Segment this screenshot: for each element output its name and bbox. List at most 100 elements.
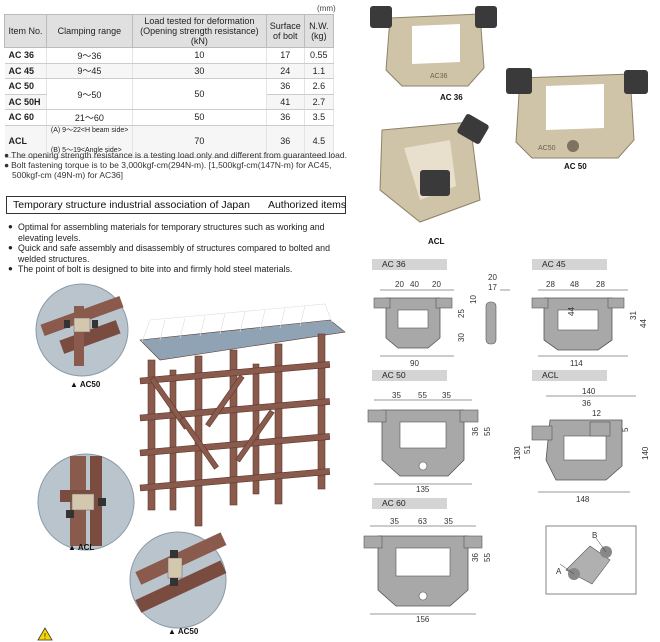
cell-load: 10 — [132, 47, 267, 64]
technical-drawings: 20 40 20 25 10 30 90 20 17 28 48 28 44 3… — [363, 273, 650, 624]
cell-item: AC 60 — [4, 109, 47, 126]
cell-nw: 2.7 — [304, 94, 335, 110]
photo-acl — [379, 114, 489, 223]
dim-label: 63 — [418, 517, 427, 526]
association-box: Temporary structure industrial associati… — [6, 196, 346, 214]
product-photos: AC36 AC50 — [370, 6, 648, 223]
dim-label: 35 — [442, 391, 451, 400]
drawing-ac36: 20 40 20 25 10 30 90 20 17 — [373, 273, 510, 368]
cell-load: 30 — [132, 63, 267, 79]
dim-label: 10 — [469, 295, 478, 304]
dim-label: 51 — [523, 445, 532, 454]
svg-text:!: ! — [44, 632, 46, 641]
header-item: Item No. — [4, 14, 47, 48]
authorized-label: Authorized items — [267, 199, 347, 211]
cell-item: AC 45 — [4, 63, 47, 79]
dim-label: B — [592, 531, 597, 540]
drawing-acl: 140 36 12 5 130 51 140 148 — [513, 387, 650, 504]
dim-label: 140 — [582, 387, 596, 396]
drawing-ac50: 35 55 35 36 55 135 — [367, 391, 492, 494]
dim-label: 148 — [576, 495, 590, 504]
list-item: The point of bolt is designed to bite in… — [8, 264, 356, 275]
dim-label: A — [556, 567, 562, 576]
list-item: Quick and safe assembly and disassembly … — [8, 243, 356, 264]
tag-acl: ACL — [532, 370, 607, 381]
list-item: Optimal for assembling materials for tem… — [8, 222, 356, 243]
cell-range: 9～45 — [46, 63, 133, 79]
table-row: AC 60 21～60 50 36 3.5 — [4, 109, 335, 126]
unit-label: (mm) — [317, 4, 336, 13]
dim-label: 44 — [567, 307, 576, 316]
cell-range: 9～50 — [46, 78, 133, 110]
structure-illustration: ! — [35, 283, 346, 641]
cell-surface: 36 — [266, 78, 305, 95]
photo-ac50: AC50 — [506, 68, 648, 159]
header-load: Load tested for deformation(Opening stre… — [131, 14, 267, 48]
cell-surface: 17 — [266, 47, 305, 64]
table-header-row: Item No. Clamping range Load tested for … — [4, 14, 335, 48]
detail-circle-3 — [129, 531, 227, 629]
cell-nw: 2.6 — [304, 78, 335, 95]
table-row: AC 50H 41 2.7 — [4, 94, 335, 110]
label-ac36: AC 36 — [440, 93, 463, 102]
drawing-detail: A B — [545, 525, 637, 595]
dim-label: 130 — [513, 446, 522, 460]
note-strength: The opening strength resistance is a tes… — [4, 150, 354, 160]
cell-nw: 0.55 — [304, 47, 335, 64]
dim-label: 55 — [418, 391, 427, 400]
table-row: AC 50 9～50 50 36 2.6 — [4, 78, 335, 110]
dim-label: 48 — [570, 280, 579, 289]
cell-nw: 1.1 — [304, 63, 335, 79]
dim-label: 35 — [392, 391, 401, 400]
note-torque: Bolt fastening torque is to be 3,000kgf-… — [4, 160, 354, 170]
dim-label: 90 — [410, 359, 419, 368]
cell-surface: 24 — [266, 63, 305, 79]
dim-label: 12 — [592, 409, 601, 418]
tag-ac36: AC 36 — [372, 259, 447, 270]
tag-ac45: AC 45 — [532, 259, 607, 270]
header-range: Clamping range — [45, 14, 133, 48]
label-acl: ACL — [428, 237, 445, 246]
cell-item: AC 50 — [4, 78, 47, 95]
dim-label: 135 — [416, 485, 430, 494]
table-row: AC 45 9～45 30 24 1.1 — [4, 63, 335, 79]
stamp-ac50: AC50 — [538, 145, 556, 152]
dim-label: 20 — [488, 273, 497, 282]
label-ac50: AC 50 — [564, 162, 587, 171]
caption-ac50-1: ▲ AC50 — [70, 380, 101, 389]
warning-icon: ! — [37, 627, 53, 641]
dim-label: 30 — [457, 333, 466, 342]
dim-label: 28 — [596, 280, 605, 289]
association-title: Temporary structure industrial associati… — [13, 199, 250, 211]
detail-circle-2 — [37, 453, 135, 551]
dim-label: 25 — [457, 309, 466, 318]
tag-ac50: AC 50 — [372, 370, 447, 381]
dim-label: 28 — [546, 280, 555, 289]
cell-item: AC 50H — [4, 94, 47, 110]
spec-table: Item No. Clamping range Load tested for … — [4, 14, 335, 158]
dim-label: 36 — [471, 553, 480, 562]
cell-range: 9～36 — [46, 47, 133, 64]
caption-acl: ▲ ACL — [68, 543, 95, 552]
dim-label: 20 — [395, 280, 404, 289]
note-torque-cont: 500kgf-cm (49N-m) for AC36] — [12, 170, 124, 180]
dim-label: 36 — [582, 399, 591, 408]
drawing-ac45: 28 48 28 44 31 44 114 — [531, 280, 648, 368]
stamp-ac36: AC36 — [430, 73, 448, 80]
scaffold-tower — [139, 303, 346, 527]
feature-list: Optimal for assembling materials for tem… — [8, 222, 356, 275]
dim-label: 31 — [629, 311, 638, 320]
dim-label: 5 — [621, 427, 630, 432]
cell-surface: 36 — [266, 109, 305, 126]
cell-range: 21～60 — [46, 109, 133, 126]
cell-load: 50 — [132, 109, 267, 126]
dim-label: 156 — [416, 615, 430, 624]
caption-ac50-2: ▲ AC50 — [168, 627, 199, 636]
dim-label: 44 — [639, 319, 648, 328]
detail-circle-1 — [35, 283, 129, 377]
dim-label: 35 — [390, 517, 399, 526]
cell-surface: 41 — [266, 94, 305, 110]
drawing-ac60: 35 63 35 36 55 156 — [363, 517, 492, 624]
dim-label: 35 — [444, 517, 453, 526]
